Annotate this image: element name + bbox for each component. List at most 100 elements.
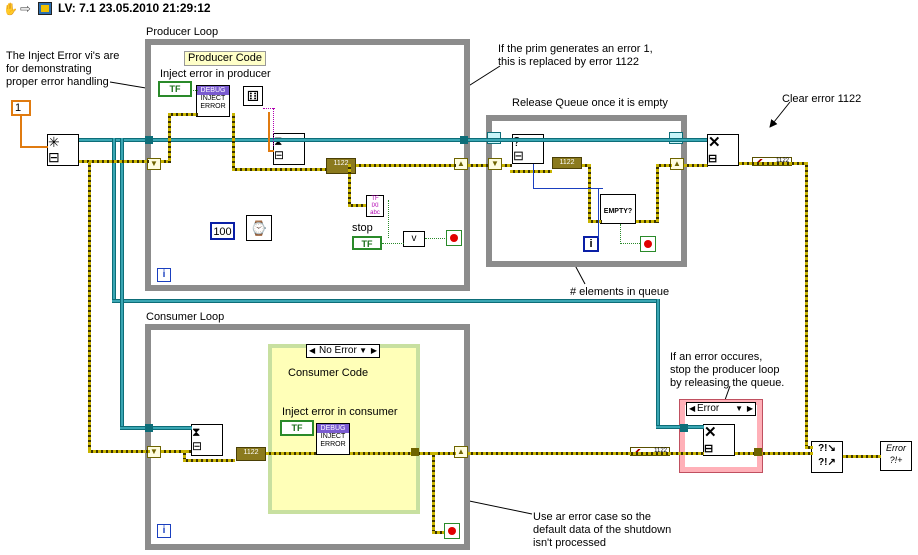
wire-error-consumer-7 bbox=[432, 531, 444, 534]
wire-error-consumer-4 bbox=[266, 452, 316, 455]
wire-error-consumer-3 bbox=[183, 459, 235, 462]
error-case-note-3: isn't processed bbox=[533, 537, 607, 549]
wire-error-consumer-h bbox=[88, 450, 150, 453]
bool-const-stop[interactable]: TF bbox=[352, 236, 382, 250]
error-replace-node-release[interactable]: 1122 bbox=[552, 157, 582, 169]
release-shift-right: ▲ bbox=[670, 158, 684, 170]
wire-queue-bottom bbox=[112, 299, 660, 303]
wire-error-release-8 bbox=[656, 164, 672, 167]
wire-error-release-5 bbox=[588, 220, 602, 223]
elements-in-queue-note: # elements in queue bbox=[570, 286, 670, 298]
chevron-down-icon: ▼ bbox=[359, 346, 367, 355]
wire-error-producer-2 bbox=[168, 113, 171, 163]
window-title: LV: 7.1 23.05.2010 21:29:12 bbox=[58, 1, 211, 15]
bool-const-consumer[interactable]: TF bbox=[280, 420, 314, 436]
error-handler-icon[interactable]: Error?!+ bbox=[880, 441, 912, 471]
wire-queue-consumer-v bbox=[120, 138, 124, 428]
inject-error-consumer-node[interactable]: DEBUG INJECT ERROR bbox=[316, 423, 350, 455]
stop-icon[interactable] bbox=[446, 230, 462, 246]
tunnel-consumer-in bbox=[145, 424, 153, 432]
wire-queue-size-v bbox=[20, 116, 22, 148]
empty-check-icon[interactable]: EMPTY? bbox=[600, 194, 636, 224]
wire-num-3 bbox=[598, 188, 599, 238]
wire-error-consumer-6 bbox=[432, 452, 435, 534]
wire-error-release-2 bbox=[510, 170, 552, 173]
wire-error-consumer-out bbox=[468, 452, 704, 455]
error-chevron-icon: ▼ bbox=[735, 404, 743, 413]
inject-error-producer-node[interactable]: DEBUG INJECT ERROR bbox=[196, 85, 230, 117]
wire-pink-2 bbox=[263, 108, 275, 109]
inject-consumer-line2: ERROR bbox=[320, 441, 346, 448]
wire-error-consumer-out2 bbox=[735, 452, 813, 455]
wire-error-release-in bbox=[468, 164, 488, 167]
wire-error-producer-5 bbox=[232, 168, 326, 171]
wire-error-producer-1 bbox=[161, 160, 169, 163]
hand-icon[interactable]: ✋ bbox=[3, 2, 18, 16]
consumer-stop-icon[interactable] bbox=[444, 523, 460, 539]
error-case-note-2: default data of the shutdown bbox=[533, 524, 672, 536]
shift-right-consumer: ▲ bbox=[454, 446, 468, 458]
wire-bool-5 bbox=[620, 224, 621, 244]
wire-bool-1 bbox=[190, 90, 198, 91]
case-selector-text: No Error bbox=[319, 345, 357, 356]
stop-producer-note-3: by releasing the queue. bbox=[670, 377, 785, 389]
producer-loop-label: Producer Loop bbox=[146, 26, 219, 38]
wire-bool-2 bbox=[388, 200, 389, 238]
wire-error-producer-7 bbox=[348, 164, 351, 206]
consumer-error-const: 1122 bbox=[630, 447, 670, 456]
wire-queue-down bbox=[112, 138, 116, 303]
wire-error-producer-6 bbox=[356, 164, 456, 167]
wire-bool-3 bbox=[382, 243, 404, 244]
wire-error-release-7 bbox=[656, 164, 659, 223]
merge-errors-icon[interactable]: ?!↘?!↗ bbox=[811, 441, 843, 473]
case-selector-consumer[interactable]: ◀ No Error ▼ ▶ bbox=[306, 344, 380, 358]
inject-consumer-top: DEBUG bbox=[317, 424, 349, 433]
wire-error-release-3 bbox=[582, 164, 590, 167]
or-node[interactable]: v bbox=[403, 231, 425, 247]
error-case-selector[interactable]: ◀ Error ▼ ▶ bbox=[686, 402, 756, 416]
producer-code-label: Producer Code bbox=[184, 51, 266, 66]
tunnel-error-case-in bbox=[680, 424, 688, 432]
consumer-code-label: Consumer Code bbox=[288, 367, 369, 379]
wire-error-release-6 bbox=[636, 220, 658, 223]
wire-error-release-4 bbox=[588, 164, 591, 222]
wire-error-to-merge-v bbox=[805, 162, 808, 448]
release-queue-icon[interactable]: ✕⊟ bbox=[707, 134, 739, 166]
iteration-consumer: i bbox=[157, 524, 171, 538]
obtain-queue-icon[interactable]: ✳⊟ bbox=[47, 134, 79, 166]
inject-error-note: The Inject Error vi's are for demonstrat… bbox=[6, 50, 120, 88]
wire-error-producer-3 bbox=[168, 113, 198, 116]
iteration-producer: i bbox=[157, 268, 171, 282]
release-queue-error-icon[interactable]: ✕⊟ bbox=[703, 424, 735, 456]
consumer-loop-label: Consumer Loop bbox=[146, 311, 225, 323]
run-icon[interactable] bbox=[38, 2, 52, 15]
clear-error-const: 1122 bbox=[752, 157, 792, 166]
error-case-note-1: Use ar error case so the bbox=[533, 511, 651, 523]
error-case-selector-text: Error bbox=[697, 403, 720, 414]
error-replace-node-consumer[interactable]: 1122 bbox=[236, 447, 266, 461]
wire-error-producer-4 bbox=[232, 113, 235, 170]
release-stop-icon[interactable] bbox=[640, 236, 656, 252]
bool-const-producer[interactable]: TF bbox=[158, 81, 192, 97]
wire-error-release-1 bbox=[502, 164, 512, 167]
release-iteration-const[interactable]: i bbox=[583, 236, 599, 252]
wire-error-consumer-5 bbox=[350, 452, 456, 455]
inject-node-line2: ERROR bbox=[200, 103, 226, 110]
wire-error-consumer-v bbox=[88, 162, 91, 452]
wire-error-consumer-2 bbox=[183, 450, 186, 462]
wait-ms-icon[interactable]: ⌚ bbox=[246, 215, 272, 241]
queue-size-const[interactable]: 1 bbox=[11, 100, 31, 116]
release-shift-left: ▼ bbox=[488, 158, 502, 170]
arrow-right-icon[interactable]: ⇨ bbox=[20, 1, 31, 16]
wire-error-to-merge-h bbox=[739, 162, 807, 165]
dequeue-icon[interactable]: ⧗⊟ bbox=[191, 424, 223, 456]
wire-orange-producer bbox=[268, 112, 270, 152]
dice-icon[interactable]: ⚅ bbox=[243, 86, 263, 106]
toolbar: ✋ ⇨ LV: 7.1 23.05.2010 21:29:12 bbox=[0, 0, 918, 18]
wait-const[interactable]: 100 bbox=[210, 222, 235, 240]
inject-error-producer-label: Inject error in producer bbox=[160, 68, 271, 80]
error-replace-node-producer[interactable]: 1122 bbox=[326, 158, 356, 174]
wire-queue-size-h bbox=[20, 146, 48, 148]
wire-bool-4 bbox=[425, 238, 447, 239]
